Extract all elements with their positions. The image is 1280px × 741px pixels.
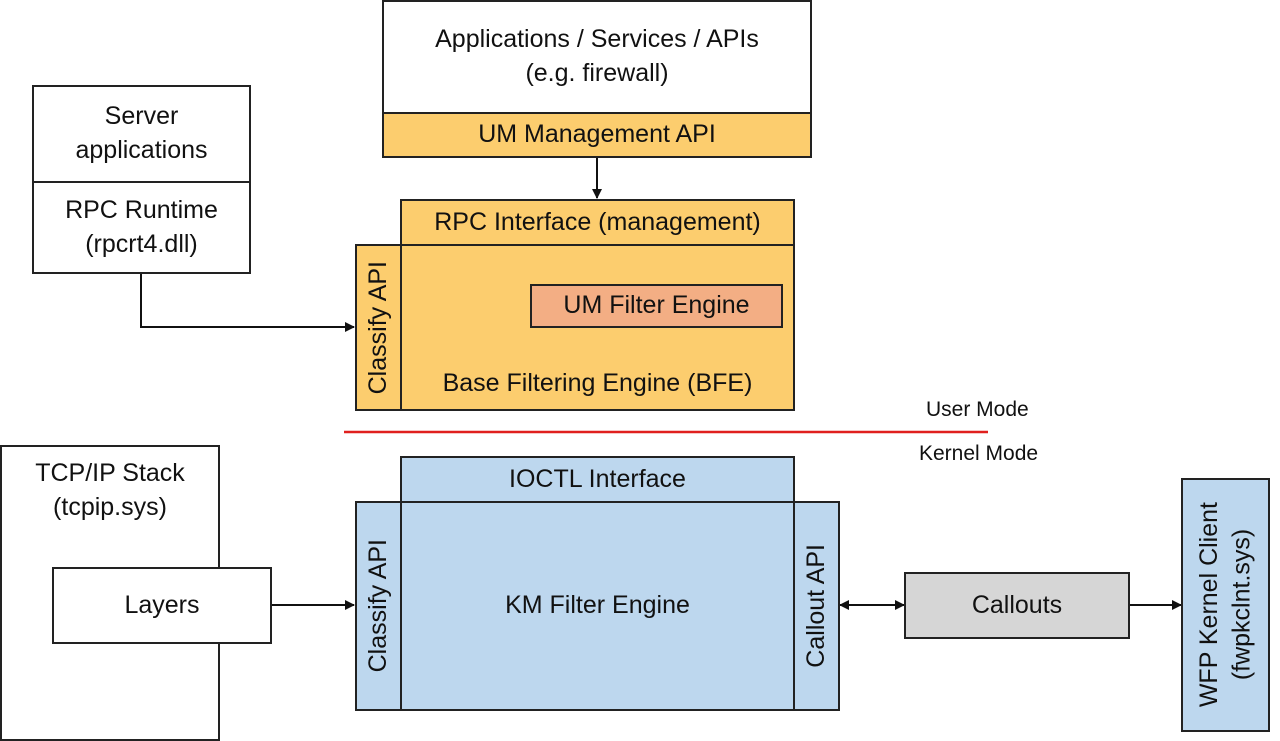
um-management-api-label: UM Management API bbox=[478, 120, 716, 149]
applications-box: Applications / Services / APIs (e.g. fir… bbox=[382, 0, 812, 114]
bfe-label: Base Filtering Engine (BFE) bbox=[442, 369, 753, 398]
server-applications-box: Server applications bbox=[32, 85, 251, 183]
callouts-label: Callouts bbox=[971, 590, 1063, 619]
wfp-kernel-client-line1: WFP Kernel Client bbox=[1195, 502, 1223, 708]
callout-api-box: Callout API bbox=[793, 501, 840, 711]
classify-api-um-label: Classify API bbox=[363, 260, 392, 395]
classify-api-km-label: Classify API bbox=[363, 539, 392, 673]
classify-api-km-box: Classify API bbox=[355, 501, 402, 711]
server-applications-line1: Server bbox=[104, 102, 179, 131]
callouts-box: Callouts bbox=[904, 572, 1130, 639]
rpc-runtime-line1: RPC Runtime bbox=[65, 195, 218, 224]
arrow-rpc-runtime-to-classify bbox=[140, 273, 355, 332]
rpc-interface-box: RPC Interface (management) bbox=[400, 199, 795, 246]
layers-label: Layers bbox=[124, 590, 200, 619]
applications-line1: Applications / Services / APIs bbox=[435, 25, 759, 54]
wfp-kernel-client-label: WFP Kernel Client (fwpkclnt.sys) bbox=[1193, 502, 1258, 707]
ioctl-interface-label: IOCTL Interface bbox=[509, 464, 686, 493]
callout-api-label: Callout API bbox=[801, 544, 830, 668]
um-management-api-box: UM Management API bbox=[382, 112, 812, 158]
layers-box: Layers bbox=[52, 567, 272, 644]
applications-line2: (e.g. firewall) bbox=[525, 59, 669, 87]
tcpip-line2: (tcpip.sys) bbox=[53, 492, 167, 521]
rpc-interface-label: RPC Interface (management) bbox=[434, 207, 761, 236]
rpc-runtime-box: RPC Runtime (rpcrt4.dll) bbox=[32, 181, 251, 274]
tcpip-line1: TCP/IP Stack bbox=[35, 459, 185, 487]
kernel-mode-label: Kernel Mode bbox=[919, 442, 1039, 465]
km-filter-engine-label: KM Filter Engine bbox=[505, 591, 690, 620]
rpc-runtime-line2: (rpcrt4.dll) bbox=[85, 229, 198, 258]
server-applications-line2: applications bbox=[75, 136, 208, 164]
um-filter-engine-label: UM Filter Engine bbox=[563, 291, 750, 320]
wfp-kernel-client-line2: (fwpkclnt.sys) bbox=[1227, 529, 1256, 681]
user-mode-label: User Mode bbox=[926, 398, 1029, 421]
ioctl-interface-box: IOCTL Interface bbox=[400, 456, 795, 503]
classify-api-um-box: Classify API bbox=[355, 244, 402, 411]
wfp-kernel-client-box: WFP Kernel Client (fwpkclnt.sys) bbox=[1181, 478, 1270, 732]
um-filter-engine-box: UM Filter Engine bbox=[530, 284, 783, 328]
km-filter-engine-box: KM Filter Engine bbox=[400, 501, 795, 711]
